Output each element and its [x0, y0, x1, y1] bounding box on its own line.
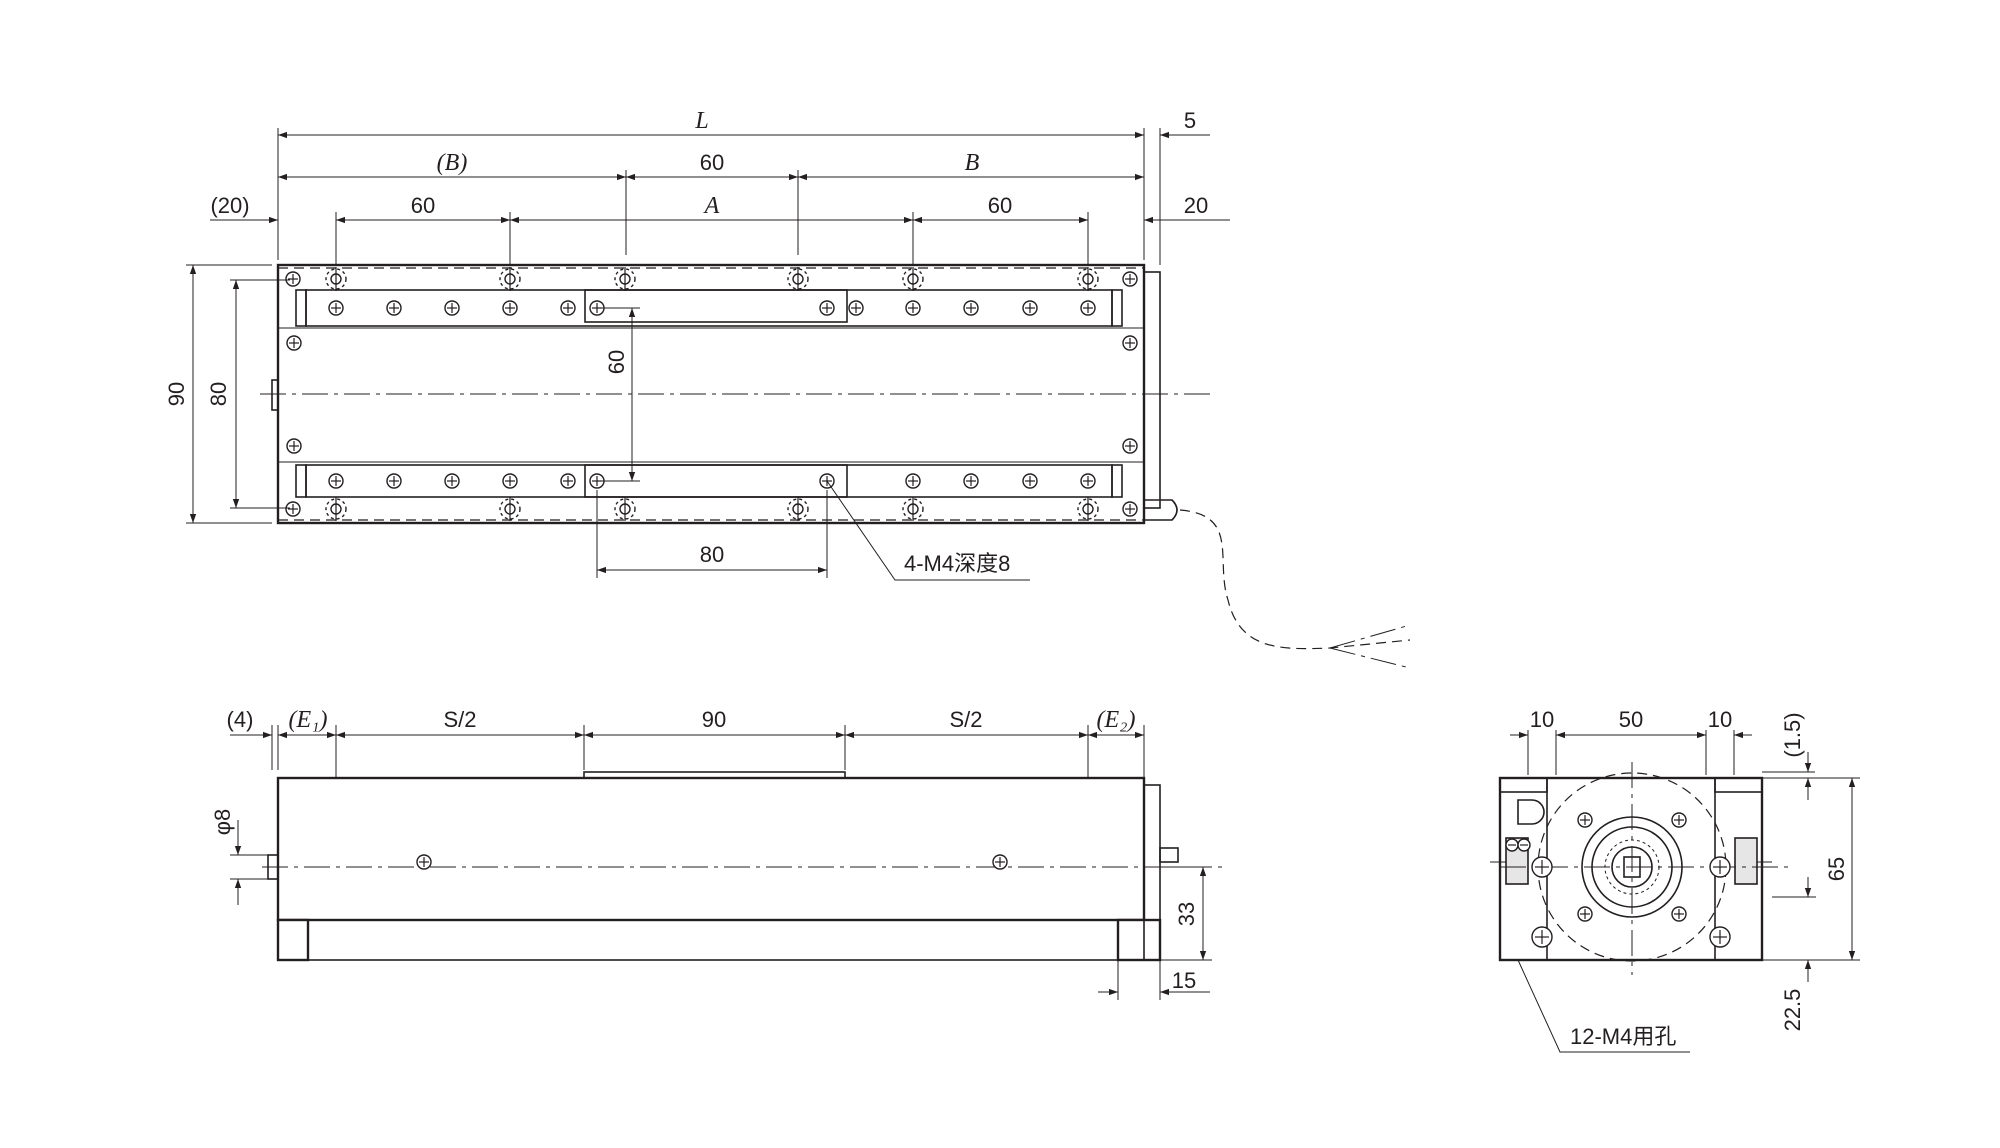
side-view-table: [583, 771, 846, 779]
cable-gland: [1144, 499, 1178, 521]
dim-label-1-5: (1.5): [1780, 712, 1805, 757]
dim-label-b: B: [965, 150, 980, 176]
dim-label-60-left: 60: [411, 193, 435, 218]
dimension-lines-top: [186, 128, 1230, 581]
dim-label-60-vertical: 60: [604, 350, 629, 374]
screw-icon: [992, 854, 1008, 870]
screw-icon: [1671, 812, 1687, 828]
dim-label-20-left: (20): [210, 193, 249, 218]
side-view-body: [276, 776, 1146, 922]
screw-icon: [1577, 906, 1593, 922]
dim-label-60-right: 60: [988, 193, 1012, 218]
dim-label-L: L: [694, 108, 708, 134]
dim-label-s2-right: S/2: [949, 707, 982, 732]
dimension-lines-end: [1510, 730, 1860, 1053]
right-key: [1734, 837, 1758, 885]
sensor-screw-icon: [1505, 838, 1531, 852]
motor-end-plate: [1143, 271, 1161, 509]
table-block-lower: [584, 464, 848, 498]
dim-label-65: 65: [1824, 857, 1849, 881]
screw-icon: [1122, 335, 1138, 351]
screw-icon: [1122, 501, 1138, 517]
dim-label-10-right: 10: [1708, 707, 1732, 732]
screw-icon: [285, 271, 301, 287]
table-block-upper: [584, 289, 848, 323]
dim-label-5: 5: [1184, 108, 1196, 133]
side-view: (4) (E₁) S/2 90 S/2 (E₂) φ8 33 15: [210, 707, 1222, 1000]
top-view: L 5 (B) 60 B (20) 60 A 60 20 90 80 60 80…: [164, 108, 1411, 669]
stopper-tab: [271, 379, 279, 411]
screw-icon: [416, 854, 432, 870]
screw-icon: [285, 501, 301, 517]
dim-label-s2-left: S/2: [443, 707, 476, 732]
dim-label-80-horizontal: 80: [700, 542, 724, 567]
mount-screw-icon: [1531, 856, 1731, 948]
side-view-motor: [1143, 784, 1161, 961]
dim-label-33: 33: [1174, 902, 1199, 926]
screw-icon: [1122, 271, 1138, 287]
dim-label-80-vertical: 80: [206, 382, 231, 406]
dim-label-10-left: 10: [1530, 707, 1554, 732]
cable: [1179, 509, 1411, 650]
end-view: 10 50 10 (1.5) 65 22.5 12-M4用孔: [1490, 707, 1860, 1053]
callout-mount-holes: 12-M4用孔: [1570, 1024, 1676, 1049]
screw-icon: [1671, 906, 1687, 922]
dim-label-90-side: 90: [702, 707, 726, 732]
end-view-slot: [1517, 799, 1545, 825]
screw-icon: [1122, 438, 1138, 454]
dim-label-b-paren: (B): [437, 150, 468, 176]
dim-label-20-right: 20: [1184, 193, 1208, 218]
dim-label-60-center: 60: [700, 150, 724, 175]
dim-label-50: 50: [1619, 707, 1643, 732]
screw-icon: [286, 335, 302, 351]
dim-label-15: 15: [1172, 968, 1196, 993]
screw-icon: [286, 438, 302, 454]
dim-label-4: (4): [227, 707, 254, 732]
side-view-base: [307, 919, 1119, 961]
dim-label-e2: (E₂): [1097, 707, 1136, 733]
dim-label-phi8: φ8: [210, 809, 235, 836]
screw-icon: [1577, 812, 1593, 828]
callout-tapped-holes: 4-M4深度8: [904, 551, 1010, 576]
dim-label-a: A: [703, 193, 720, 219]
dimension-lines-side: [230, 725, 1212, 1000]
dim-label-90: 90: [164, 382, 189, 406]
dim-label-e1: (E₁): [289, 707, 328, 733]
dim-label-22-5: 22.5: [1780, 989, 1805, 1032]
